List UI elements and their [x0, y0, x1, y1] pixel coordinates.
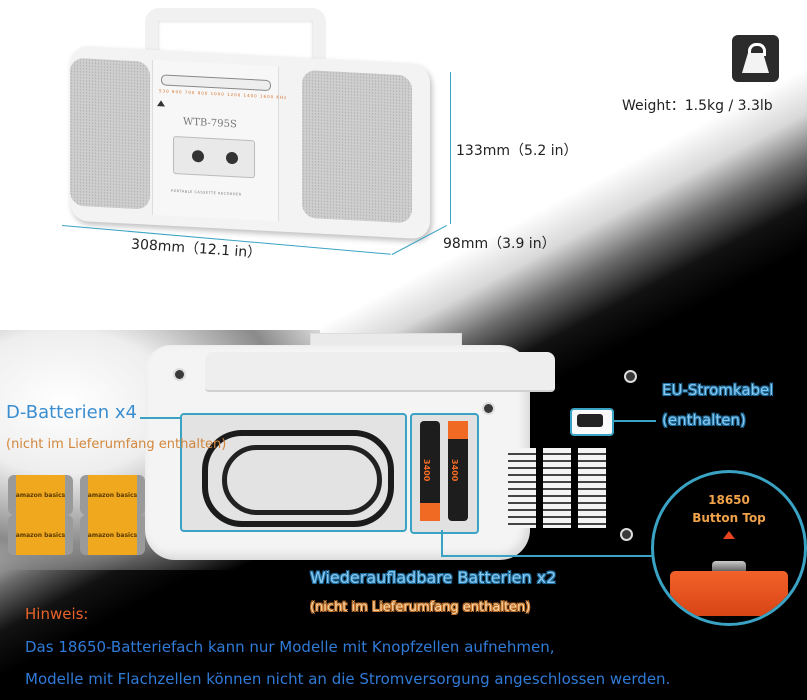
d-battery: amazon basics	[8, 515, 73, 555]
screw-icon	[622, 530, 631, 539]
rechargeable-cell: 3400	[448, 421, 468, 521]
rechargeable-note: (nicht im Lieferumfang enthalten)	[310, 600, 531, 615]
d-batteries-note: (nicht im Lieferumfang enthalten)	[6, 437, 227, 452]
height-dimension-line	[450, 72, 451, 224]
reel-icon	[192, 149, 204, 163]
button-top-line2: Button Top	[692, 511, 766, 525]
back-handle-recess	[205, 352, 555, 392]
weight-knob	[748, 43, 766, 56]
d-battery: amazon basics	[8, 475, 73, 515]
depth-label: 98mm（3.9 in）	[443, 236, 556, 252]
weight-icon	[732, 35, 779, 82]
button-top-detail: 18650 Button Top	[651, 470, 807, 626]
product-subtitle: PORTABLE CASSETTE RECORDER	[171, 188, 242, 197]
rechargeable-cell: 3400	[420, 421, 440, 521]
callout-line	[441, 555, 653, 557]
d-battery: amazon basics	[80, 475, 145, 515]
right-speaker	[302, 69, 412, 224]
d-batteries-title: D-Batterien x4	[6, 402, 137, 423]
18650-battery-compartment: 3400 3400	[410, 413, 479, 534]
radio-front: 530 600 700 800 1000 1200 1400 1600 KHz …	[70, 45, 430, 240]
cell-capacity-label: 3400	[422, 459, 431, 482]
callout-line	[612, 420, 656, 422]
hint-label: Hinweis:	[25, 605, 89, 623]
power-cable-note: (enthalten)	[662, 411, 746, 429]
battery-top	[670, 571, 788, 616]
rechargeable-title: Wiederaufladbare Batterien x2	[310, 568, 557, 587]
button-top-line1: 18650	[708, 493, 750, 507]
hint-line2: Modelle mit Flachzellen können nicht an …	[25, 670, 671, 688]
weight-body	[742, 53, 769, 73]
hint-line1: Das 18650-Batteriefach kann nur Modelle …	[25, 638, 555, 656]
power-cable-coil	[222, 445, 382, 515]
callout-line	[140, 417, 182, 419]
d-battery: amazon basics	[80, 515, 145, 555]
vent-grille	[508, 448, 608, 528]
reel-icon	[226, 151, 238, 165]
arrow-up-icon	[723, 531, 735, 539]
eject-icon	[157, 100, 165, 107]
callout-line	[441, 530, 443, 557]
weight-label: Weight：1.5kg / 3.3lb	[622, 98, 773, 114]
radio-center-panel: 530 600 700 800 1000 1200 1400 1600 KHz …	[152, 59, 287, 222]
cell-capacity-label: 3400	[450, 459, 459, 482]
power-cable-coil	[202, 430, 394, 527]
socket-icon	[577, 414, 603, 427]
left-speaker	[70, 57, 150, 210]
battery-button-terminal	[712, 561, 746, 571]
cassette-window	[173, 135, 255, 179]
height-label: 133mm（5.2 in）	[456, 143, 578, 159]
model-label: WTB-795S	[183, 116, 237, 131]
screw-icon	[175, 370, 184, 379]
power-socket	[570, 408, 614, 436]
d-battery-compartment	[180, 413, 407, 532]
screw-icon	[626, 372, 635, 381]
screw-icon	[484, 404, 493, 413]
power-cable-title: EU-Stromkabel	[662, 381, 774, 399]
